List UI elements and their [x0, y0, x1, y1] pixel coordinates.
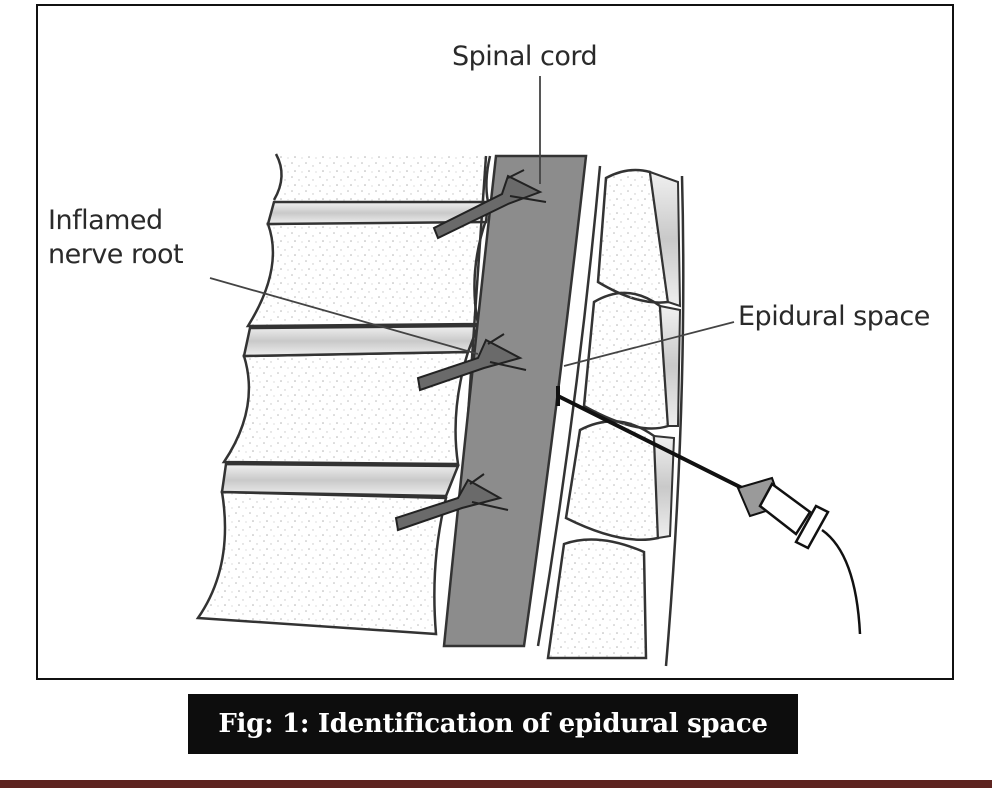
- vertebral-body-1: [245, 218, 488, 328]
- vertebral-edge-lines: [272, 153, 492, 203]
- catheter-tube: [821, 528, 862, 635]
- figure-caption: Fig: 1: Identification of epidural space: [188, 694, 798, 754]
- disc-1: [266, 200, 490, 226]
- vertebral-body-top: [274, 154, 490, 202]
- nerve-roots: [394, 174, 543, 532]
- skin-line: [664, 175, 685, 667]
- epidural-space-label: Epidural space: [738, 301, 930, 332]
- leader-epidural: [563, 321, 735, 367]
- vertebral-body-2: [221, 350, 470, 466]
- nerve-root-inflamed: [416, 338, 523, 392]
- figure-caption-text: Fig: 1: Identification of epidural space: [218, 709, 768, 739]
- ligamentum-line: [536, 165, 602, 647]
- vertebral-body-3: [195, 490, 448, 636]
- spinal-cord: [442, 154, 588, 648]
- nerve-root-fibers: [469, 169, 547, 511]
- bottom-rule: [0, 780, 992, 788]
- epidural-needle: [556, 386, 862, 635]
- spinal-cord-label: Spinal cord: [452, 41, 598, 72]
- leader-nerve-root: [209, 277, 479, 355]
- inflamed-nerve-root-label-line2: nerve root: [48, 239, 184, 270]
- disc-2: [242, 324, 480, 358]
- syringe-flange: [794, 504, 830, 550]
- vertebral-bodies: [195, 154, 490, 636]
- lamina-4: [546, 538, 648, 660]
- disc-3: [220, 462, 460, 498]
- intervertebral-discs: [220, 200, 490, 498]
- interspinous-ligaments: [648, 170, 682, 540]
- inflamed-nerve-root-label: Inflamed nerve root: [48, 204, 184, 272]
- leader-lines: [209, 76, 735, 367]
- inflamed-nerve-root-label-line1: Inflamed: [48, 205, 163, 236]
- nerve-root-3: [394, 478, 503, 532]
- spine-illustration: [195, 76, 862, 667]
- nerve-root-1: [432, 174, 543, 240]
- syringe-barrel: [758, 482, 812, 536]
- lamina-2: [582, 291, 670, 430]
- figure-frame: Spinal cord Inflamed nerve root Epidural…: [36, 4, 954, 680]
